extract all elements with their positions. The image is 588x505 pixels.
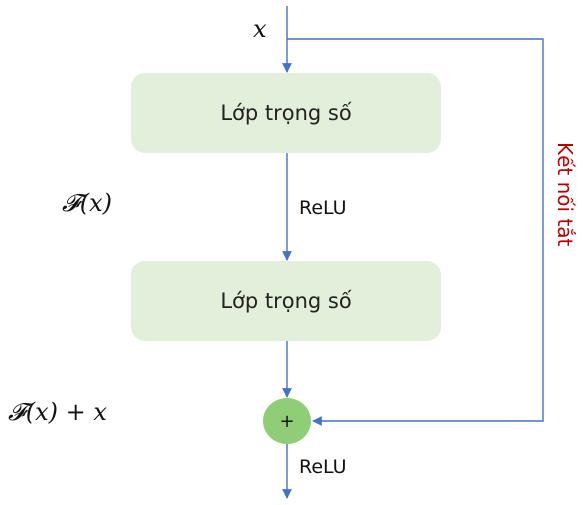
plus-icon: + [279,410,295,432]
weight-layer-2-label: Lớp trọng số [220,289,352,313]
relu-label-2: ReLU [299,456,347,478]
shortcut-connection [287,38,544,426]
sum-expression-label: 𝓕(x) + x [8,398,107,426]
shortcut-connection-label: Kết nối tắt [553,142,577,247]
weight-layer-1: Lớp trọng số [131,73,441,153]
residual-function-label: 𝓕(x) [62,189,112,217]
relu-label-1: ReLU [299,197,347,219]
sum-node: + [263,398,311,444]
input-symbol: x [253,15,267,43]
weight-layer-1-label: Lớp trọng số [220,101,352,125]
weight-layer-2: Lớp trọng số [131,261,441,341]
